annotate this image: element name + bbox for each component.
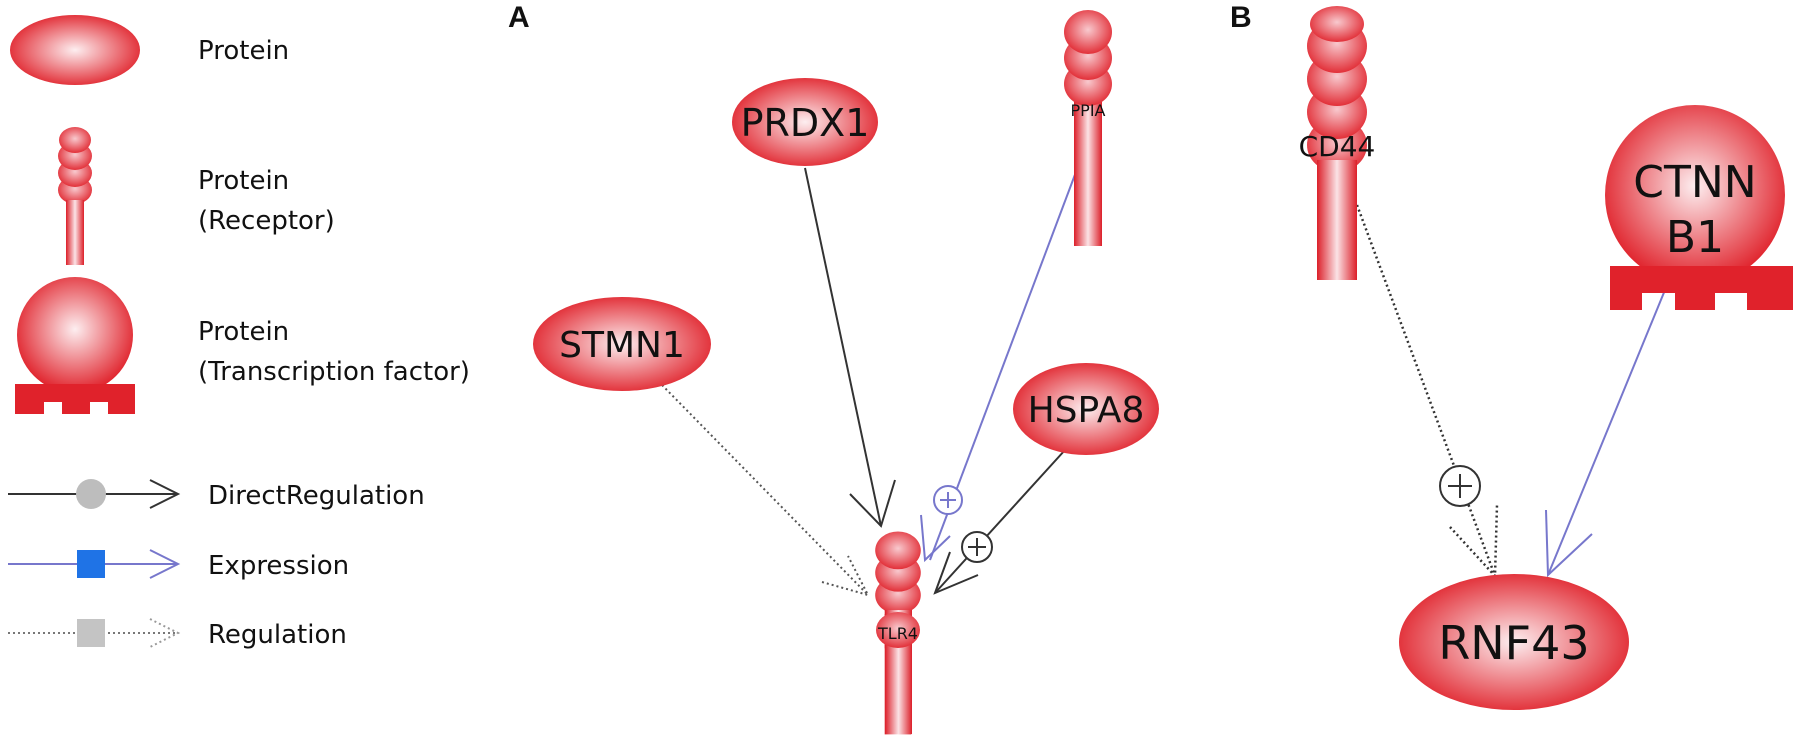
node-cd44[interactable]: CD44 [1299,6,1376,280]
node-rnf43[interactable]: RNF43 [1399,574,1629,710]
node-tlr4-label: TLR4 [877,624,918,643]
edge-stmn1-tlr4 [661,384,869,596]
edge-prdx1-tlr4 [804,167,882,527]
panel-label-b: B [1230,1,1252,34]
legend-tf-label-1: Protein [198,317,289,347]
node-cd44-label: CD44 [1299,130,1376,163]
node-ppia-label: PPIA [1071,101,1106,120]
edge-hspa8-tlr4 [934,449,1066,594]
edge-cd44-rnf43 [1355,204,1497,577]
legend-transcription-factor-symbol [15,277,135,414]
node-hspa8[interactable]: HSPA8 [1013,363,1159,455]
legend-receptor-symbol [58,127,92,265]
legend-receptor-label-2: (Receptor) [198,206,335,236]
legend-direct-regulation-label: DirectRegulation [208,481,425,511]
legend-protein-symbol [10,15,140,85]
legend-regulation-label: Regulation [208,620,347,650]
panel-label-a: A [508,1,530,34]
node-ctnnb1[interactable]: CTNN B1 [1605,105,1793,310]
panel-b-edges [1355,204,1666,580]
legend-protein-label: Protein [198,36,289,66]
node-stmn1-label: STMN1 [559,325,685,366]
legend-receptor-label-1: Protein [198,166,289,196]
node-ctnnb1-label-1: CTNN [1633,157,1756,208]
panel-a-edges [661,147,1086,597]
node-ppia[interactable]: PPIA [1064,10,1112,246]
node-ctnnb1-label-2: B1 [1666,212,1724,263]
legend-tf-label-2: (Transcription factor) [198,357,470,387]
legend: Protein Protein (Receptor) Protein (Tran… [8,15,470,650]
edge-ctnnb1-rnf43 [1547,289,1666,576]
legend-regulation-arrow [8,618,181,648]
legend-direct-regulation-arrow [8,479,181,509]
node-stmn1[interactable]: STMN1 [533,297,711,391]
node-prdx1[interactable]: PRDX1 [732,78,878,166]
legend-expression-label: Expression [208,551,349,581]
legend-expression-arrow [8,549,181,579]
node-rnf43-label: RNF43 [1438,616,1589,670]
node-prdx1-label: PRDX1 [741,101,870,145]
node-hspa8-label: HSPA8 [1028,390,1145,431]
node-tlr4[interactable]: TLR4 [875,531,921,735]
